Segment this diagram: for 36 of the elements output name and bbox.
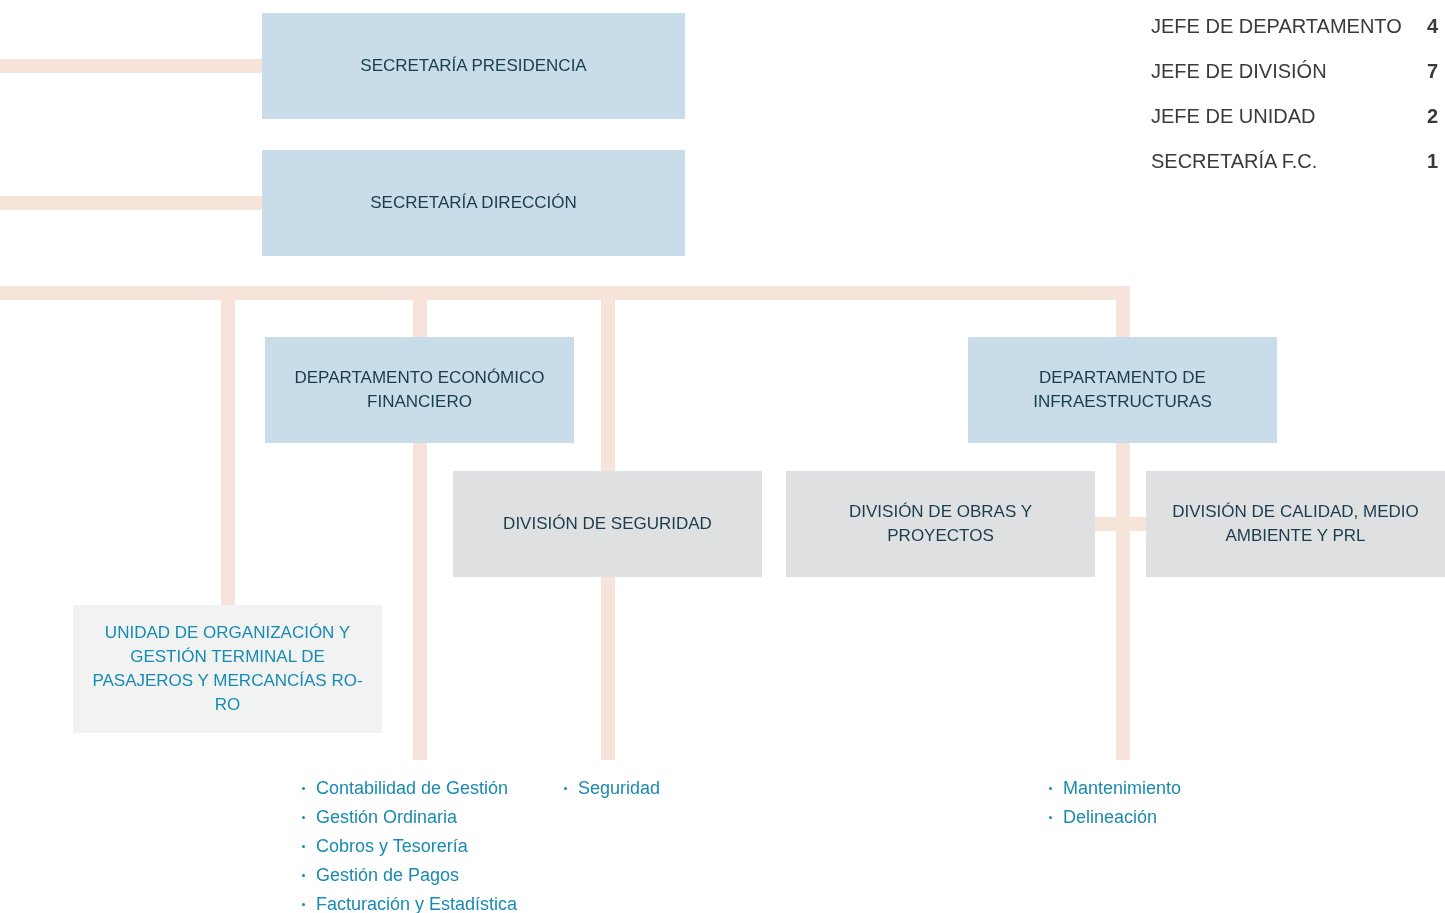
list-item: Gestión Ordinaria bbox=[316, 806, 458, 829]
list-item: Contabilidad de Gestión bbox=[316, 777, 509, 800]
count-value: 7 bbox=[1427, 60, 1439, 83]
org-box bbox=[453, 471, 762, 577]
connector-line bbox=[0, 196, 262, 210]
role-label: JEFE DE UNIDAD bbox=[1151, 105, 1316, 128]
connector-line bbox=[413, 443, 427, 760]
box-title: DEPARTAMENTO ECONÓMICO FINANCIERO bbox=[293, 367, 546, 413]
box-title: SECRETARÍA PRESIDENCIA bbox=[360, 55, 587, 77]
org-box bbox=[968, 337, 1277, 443]
org-box bbox=[786, 471, 1095, 577]
list-item: Cobros y Tesorería bbox=[316, 835, 468, 858]
box-title: UNIDAD DE ORGANIZACIÓN Y GESTIÓN TERMINAL DE PASAJEROS Y MERCANCÍAS RO-RO bbox=[91, 622, 364, 716]
list-item: Mantenimiento bbox=[1063, 777, 1182, 800]
role-label: JEFE DE DEPARTAMENTO bbox=[1151, 15, 1402, 38]
connector-line bbox=[0, 59, 262, 73]
box-title: DIVISIÓN DE CALIDAD, MEDIO AMBIENTE Y PRL bbox=[1171, 501, 1420, 547]
role-label: JEFE DE DIVISIÓN bbox=[1151, 60, 1327, 83]
org-box bbox=[265, 337, 574, 443]
box-title: SECRETARÍA DIRECCIÓN bbox=[370, 192, 577, 214]
box-title: DIVISIÓN DE SEGURIDAD bbox=[503, 513, 712, 535]
count-value: 1 bbox=[1427, 150, 1439, 173]
org-box bbox=[73, 605, 382, 733]
connector-line bbox=[601, 577, 615, 760]
org-box bbox=[262, 13, 685, 119]
role-label: SECRETARÍA F.C. bbox=[1151, 150, 1318, 173]
box-title: DEPARTAMENTO DE INFRAESTRUCTURAS bbox=[1032, 367, 1213, 413]
list-item: Seguridad bbox=[578, 777, 661, 800]
count-value: 2 bbox=[1427, 105, 1439, 128]
count-value: 4 bbox=[1427, 15, 1439, 38]
box-title: DIVISIÓN DE OBRAS Y PROYECTOS bbox=[848, 501, 1033, 547]
list-item: Delineación bbox=[1063, 806, 1158, 829]
org-box bbox=[1146, 471, 1445, 577]
org-box bbox=[262, 150, 685, 256]
list-item: Gestión de Pagos bbox=[316, 864, 460, 887]
list-item: Facturación y Estadística bbox=[316, 893, 518, 913]
